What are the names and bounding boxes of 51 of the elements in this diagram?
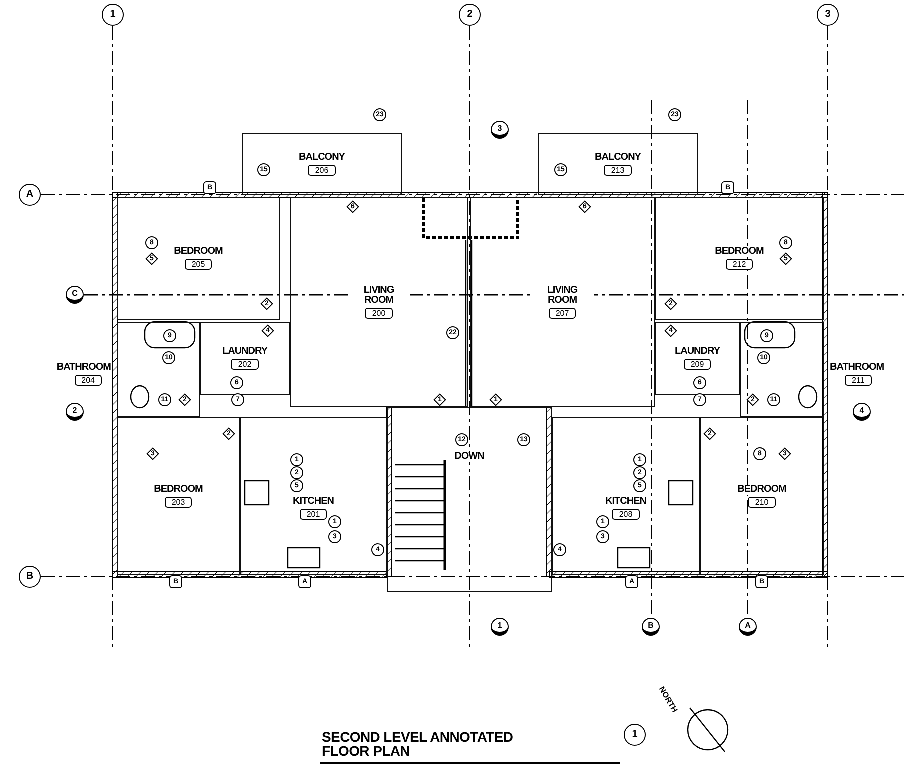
room-number: 205 — [184, 259, 212, 270]
room-name: BALCONY — [298, 152, 346, 162]
section-marker: 2 — [66, 403, 84, 421]
room-number: 200 — [365, 308, 393, 318]
grid-bubble: 2 — [459, 4, 481, 26]
room-name: BEDROOM — [153, 484, 204, 494]
room-name: KITCHEN — [292, 496, 335, 506]
room-number: 201 — [300, 508, 328, 520]
room-name: BATHROOM — [829, 363, 886, 373]
room-number: 207 — [548, 308, 576, 318]
room-number: 204 — [74, 375, 102, 386]
drawing-title: SECOND LEVEL ANNOTATED FLOOR PLAN — [322, 730, 514, 758]
grid-bubble: A — [19, 184, 41, 206]
section-marker: 4 — [853, 403, 871, 421]
room-number: 203 — [164, 496, 192, 508]
room-name: BEDROOM — [173, 247, 224, 257]
room-number: 212 — [726, 259, 754, 270]
room-outline — [242, 133, 402, 195]
grid-bubble: B — [19, 566, 41, 588]
room-name: LIVING ROOM — [532, 286, 594, 306]
room-outline — [117, 197, 280, 320]
room-name: KITCHEN — [604, 496, 648, 506]
room-name: BALCONY — [594, 152, 642, 162]
room-name: LAUNDRY — [674, 347, 721, 357]
room-outline — [700, 417, 824, 575]
room-number: 210 — [748, 496, 776, 508]
room-outline — [538, 133, 698, 195]
room-outline — [290, 197, 468, 407]
room-name: BEDROOM — [736, 484, 788, 494]
room-number: 206 — [308, 164, 336, 176]
room-name: LAUNDRY — [221, 347, 268, 357]
room-name: BEDROOM — [714, 247, 765, 257]
grid-bubble: 1 — [102, 4, 124, 26]
room-name: BATHROOM — [56, 363, 112, 373]
room-number: 213 — [604, 164, 632, 176]
grid-bubble: 3 — [817, 4, 839, 26]
section-marker: B — [642, 618, 660, 636]
room-outline — [470, 197, 655, 407]
grid-bubble: 1 — [624, 724, 646, 746]
room-outline — [655, 197, 824, 320]
room-outline — [117, 417, 240, 575]
section-marker: 3 — [491, 121, 509, 139]
room-number: 209 — [684, 359, 712, 370]
room-number: 202 — [231, 359, 259, 370]
room-number: 208 — [612, 508, 640, 520]
section-marker: 1 — [491, 618, 509, 636]
room-outline — [200, 322, 290, 395]
stair-direction-label: DOWN — [454, 452, 486, 462]
section-marker: C — [66, 286, 84, 304]
room-number: 211 — [845, 375, 872, 386]
section-marker: A — [739, 618, 757, 636]
